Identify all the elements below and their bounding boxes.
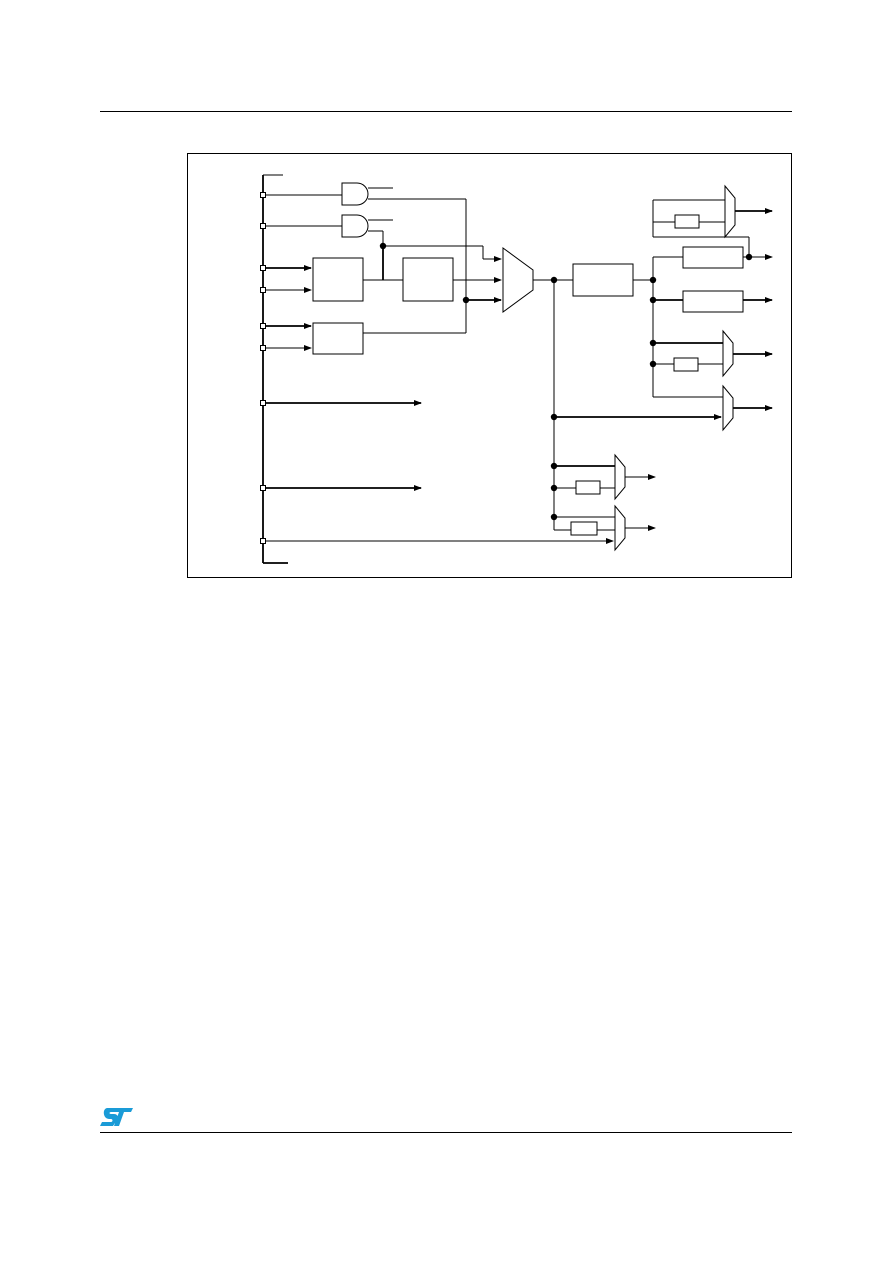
system-clock-mux [502, 247, 534, 313]
prescaler-block [572, 263, 634, 297]
pll-block [402, 257, 454, 302]
junction-dot [462, 296, 470, 304]
junction-dot [550, 413, 558, 421]
junction-dot [649, 360, 657, 368]
junction-dot [649, 296, 657, 304]
junction-dot [649, 339, 657, 347]
junction-dot [550, 513, 558, 521]
oscillator-block [312, 257, 364, 302]
output-mux-f [570, 504, 626, 552]
output-mux-e [575, 453, 626, 501]
junction-dot [550, 484, 558, 492]
header-rule [100, 111, 792, 112]
junction-dot [550, 462, 558, 470]
and-gate-2 [341, 214, 393, 238]
bus-pins [260, 192, 266, 544]
junction-dot [379, 242, 387, 250]
output-block-a [682, 246, 744, 269]
and-gate-1 [341, 182, 467, 333]
clock-block-diagram [260, 174, 773, 564]
rc-block [312, 322, 364, 355]
junction-dot [745, 253, 753, 261]
input-bus [262, 174, 288, 564]
output-block-b [682, 290, 744, 313]
output-mux-c [673, 329, 734, 378]
output-mux-top [674, 184, 736, 239]
footer-rule [100, 1132, 792, 1133]
st-logo [100, 1108, 133, 1126]
output-mux-d [722, 384, 734, 432]
